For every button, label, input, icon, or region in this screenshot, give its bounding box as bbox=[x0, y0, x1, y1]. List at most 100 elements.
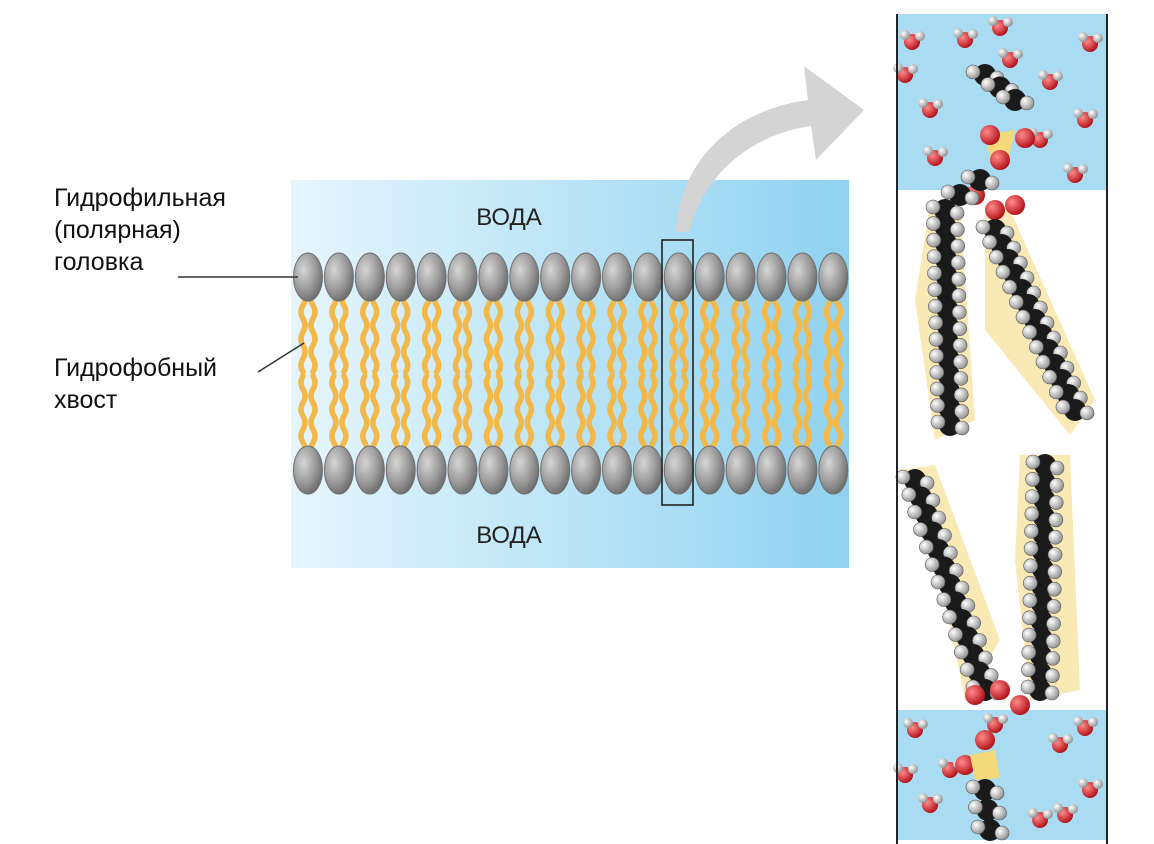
hydrogen-atom bbox=[1025, 472, 1040, 487]
head-bottom bbox=[602, 445, 632, 495]
hydrogen-atom bbox=[907, 504, 922, 520]
water-hydrogen bbox=[933, 794, 943, 804]
water-hydrogen bbox=[1063, 734, 1073, 744]
hydrogen-atom bbox=[954, 644, 969, 660]
tail-upper bbox=[607, 289, 617, 375]
head-top bbox=[354, 252, 385, 302]
tail-upper bbox=[802, 289, 813, 375]
hydrogen-atom bbox=[1044, 685, 1060, 701]
head-top bbox=[447, 252, 478, 302]
tail-upper bbox=[462, 289, 473, 375]
tail-lower bbox=[823, 373, 834, 459]
tail-lower bbox=[555, 373, 565, 459]
hydrogen-atom bbox=[1035, 354, 1051, 370]
oxygen-atom bbox=[1005, 195, 1025, 215]
hydrophilic-label: Гидрофильная (полярная) головка bbox=[54, 182, 226, 278]
hydrogen-atom bbox=[1025, 454, 1041, 470]
tail-lower bbox=[679, 373, 689, 459]
phospholipid-molecule bbox=[895, 64, 1095, 841]
tail-lower bbox=[298, 373, 308, 459]
tail-upper bbox=[771, 289, 782, 375]
hydrogen-atom bbox=[952, 304, 967, 320]
head-top bbox=[602, 252, 632, 302]
tail-lower bbox=[452, 373, 463, 459]
hydrogen-atom bbox=[960, 169, 976, 185]
water-hydrogen bbox=[1038, 70, 1048, 80]
water-hydrogen bbox=[998, 714, 1008, 724]
tail-lower bbox=[802, 373, 813, 459]
tail-lower bbox=[761, 373, 772, 459]
hydrogen-atom bbox=[1022, 324, 1037, 340]
water-hydrogen bbox=[1093, 779, 1103, 789]
tail-lower bbox=[308, 373, 318, 459]
tail-upper bbox=[648, 289, 658, 375]
tail-upper bbox=[823, 289, 834, 375]
water-hydrogen bbox=[1028, 808, 1038, 818]
tail-upper bbox=[370, 289, 380, 375]
head-bottom bbox=[787, 445, 818, 495]
water-hydrogen bbox=[988, 16, 998, 26]
hydrogen-atom bbox=[1021, 627, 1037, 643]
tail-upper bbox=[483, 289, 494, 375]
hydrogen-atom bbox=[970, 819, 986, 835]
hydrogen-atom bbox=[925, 199, 941, 215]
hydrogen-atom bbox=[927, 282, 943, 297]
tail-upper bbox=[576, 289, 586, 375]
hydrogen-atom bbox=[1049, 460, 1065, 476]
hydrogen-atom bbox=[951, 288, 967, 303]
tail-lower bbox=[514, 373, 525, 459]
tail-lower bbox=[360, 373, 370, 459]
hydrogen-atom bbox=[1042, 369, 1057, 385]
tail-leader-line bbox=[257, 342, 305, 373]
hydrogen-atom bbox=[1021, 662, 1036, 677]
tail-lower bbox=[493, 373, 504, 459]
water-hydrogen bbox=[1073, 716, 1083, 726]
water-hydrogen bbox=[938, 147, 948, 157]
hydrogen-atom bbox=[927, 265, 942, 281]
highlight-box bbox=[661, 239, 694, 506]
tail-upper bbox=[493, 289, 504, 375]
tail-lower bbox=[400, 373, 411, 459]
head-top bbox=[416, 252, 447, 302]
hydrophilic-label-line1: Гидрофильная bbox=[54, 184, 226, 212]
hydrogen-atom bbox=[948, 627, 963, 642]
tail-lower bbox=[699, 373, 710, 459]
hydrogen-atom bbox=[1047, 581, 1062, 597]
hydrogen-atom bbox=[930, 574, 946, 590]
head-bottom bbox=[818, 445, 849, 495]
water-hydrogen bbox=[953, 28, 963, 38]
hydrogen-atom bbox=[929, 348, 944, 364]
water-hydrogen bbox=[968, 29, 978, 39]
hydrogen-atom bbox=[1049, 384, 1064, 400]
hydrogen-atom bbox=[1024, 523, 1039, 539]
hydrogen-atom bbox=[919, 539, 934, 555]
tail-upper bbox=[617, 289, 627, 375]
oxygen-atom bbox=[1010, 695, 1030, 715]
hydrogen-atom bbox=[954, 404, 969, 419]
hydrogen-atom bbox=[952, 338, 968, 353]
water-hydrogen bbox=[1013, 49, 1023, 59]
hydrogen-atom bbox=[1048, 512, 1064, 528]
water-hydrogen bbox=[1093, 33, 1103, 43]
water-hydrogen bbox=[908, 64, 918, 74]
water-hydrogen bbox=[1053, 803, 1063, 813]
head-bottom bbox=[663, 445, 694, 495]
hydrogen-atom bbox=[936, 592, 952, 607]
hydrogen-atom bbox=[928, 332, 944, 347]
tail-upper bbox=[699, 289, 710, 375]
hydrogen-atom bbox=[1022, 610, 1037, 626]
water-hydrogen bbox=[900, 30, 910, 40]
head-top bbox=[663, 252, 694, 302]
hydrogen-atom bbox=[994, 825, 1010, 841]
oxygen-atom bbox=[990, 150, 1010, 170]
tail-lower bbox=[576, 373, 586, 459]
hydrogen-atom bbox=[953, 354, 968, 370]
head-bottom bbox=[540, 445, 571, 495]
hydrogen-atom bbox=[1023, 541, 1039, 556]
tail-upper bbox=[638, 289, 648, 375]
head-bottom bbox=[694, 445, 725, 495]
head-top bbox=[509, 252, 540, 302]
tail-upper bbox=[833, 289, 844, 375]
tail-lower bbox=[462, 373, 473, 459]
head-top bbox=[323, 252, 354, 302]
